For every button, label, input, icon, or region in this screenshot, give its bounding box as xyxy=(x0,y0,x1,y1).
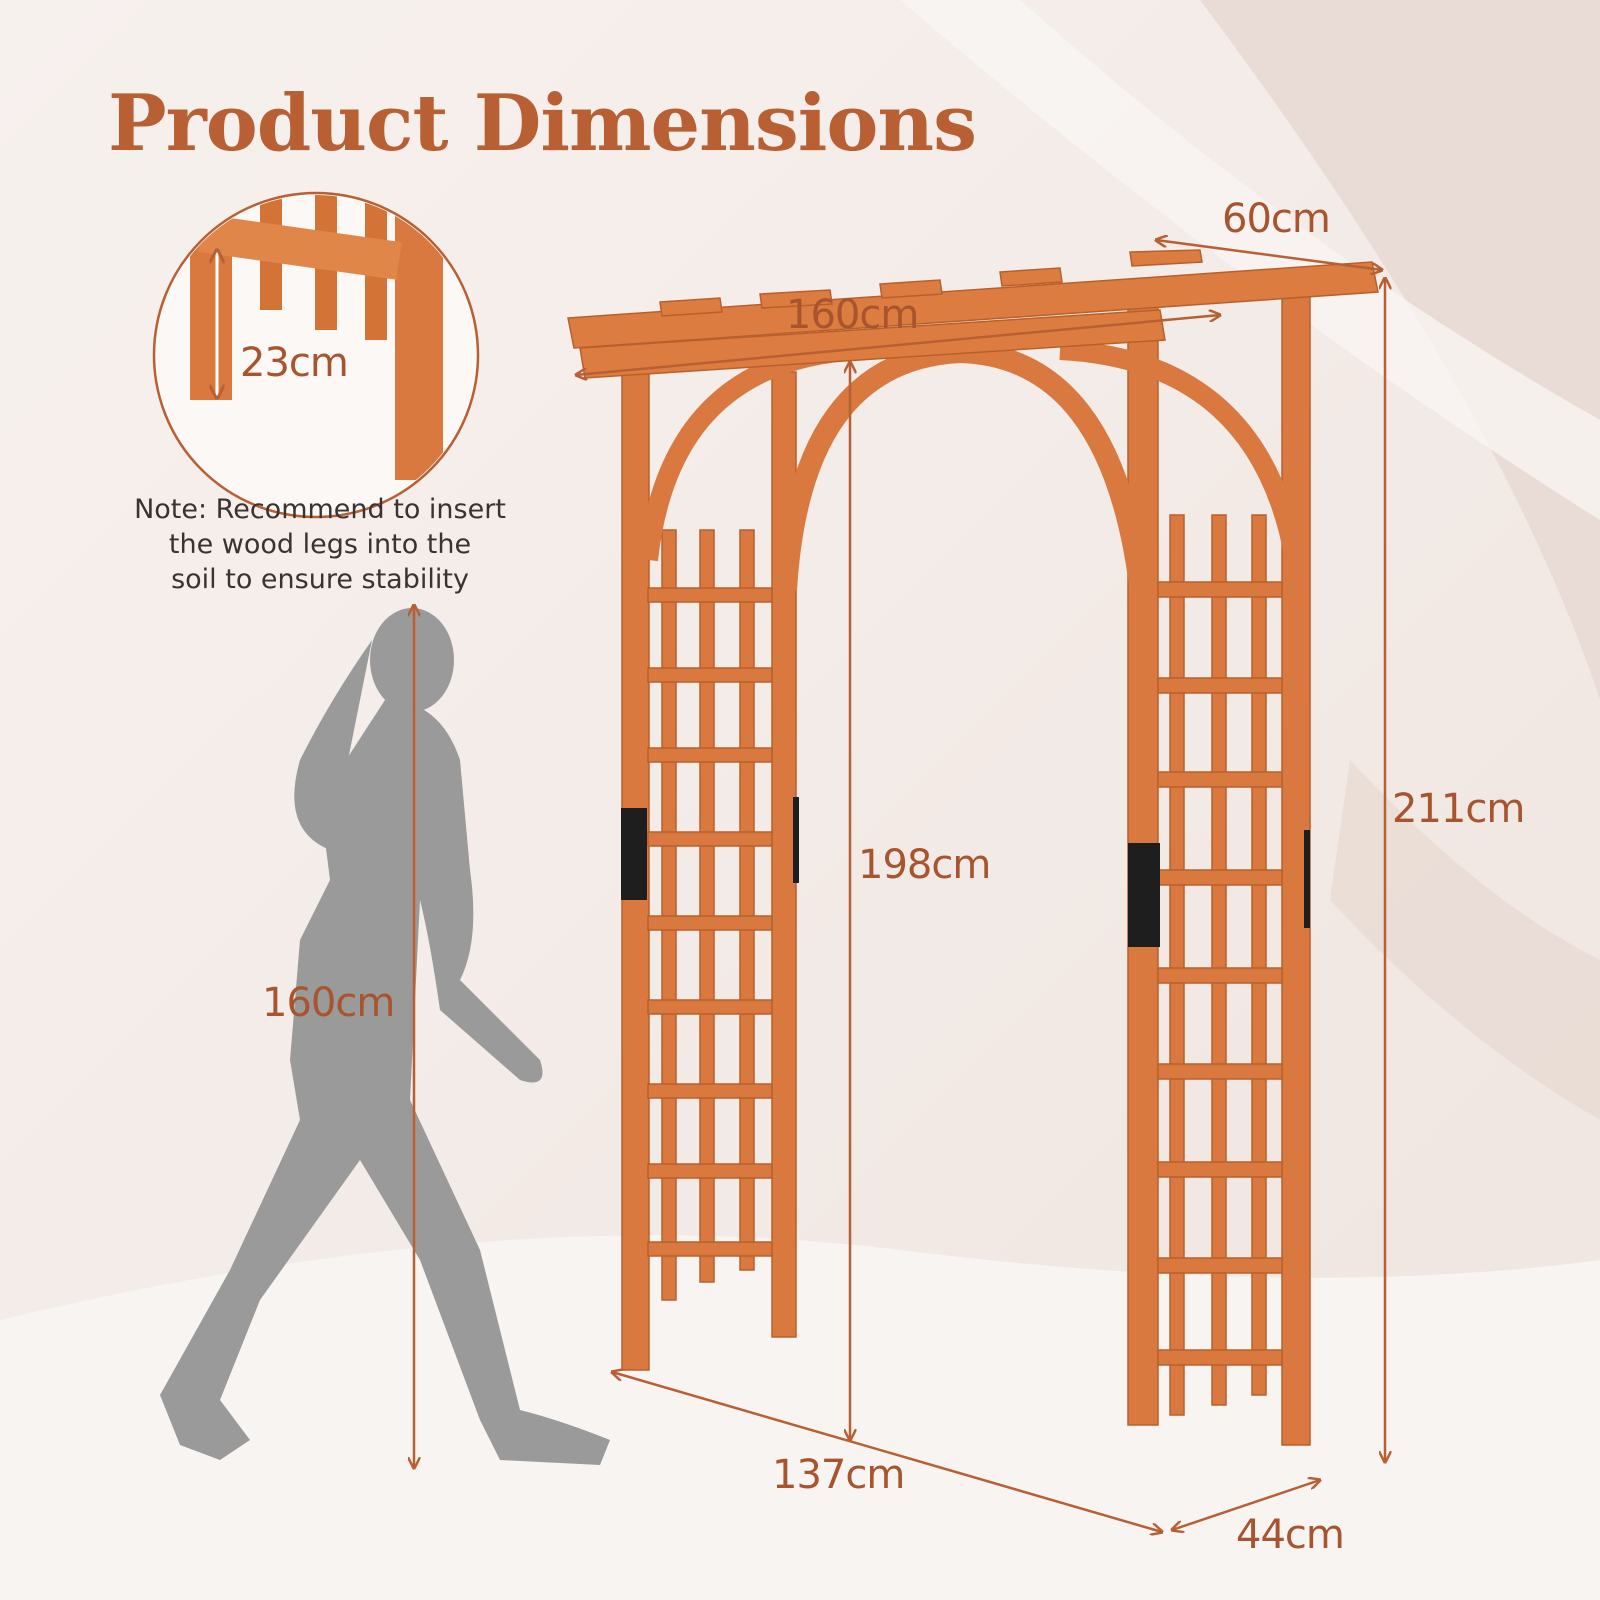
base-depth-label: 44cm xyxy=(1236,1512,1345,1558)
page-title: Product Dimensions xyxy=(108,78,977,169)
leg-insert-label: 23cm xyxy=(240,340,349,386)
note-line-3: soil to ensure stability xyxy=(171,564,469,595)
depth-top-label: 60cm xyxy=(1222,196,1331,242)
total-height-label: 211cm xyxy=(1392,786,1525,832)
base-width-line xyxy=(612,1372,1162,1532)
person-silhouette xyxy=(160,608,610,1465)
base-depth-line xyxy=(1172,1480,1320,1530)
person-height-label: 160cm xyxy=(262,980,395,1026)
base-width-label: 137cm xyxy=(772,1452,905,1498)
width-top-label: 160cm xyxy=(786,292,919,338)
inner-height-label: 198cm xyxy=(858,842,991,888)
bracket-left xyxy=(621,808,647,900)
bracket-right xyxy=(1128,843,1160,947)
width-top-line xyxy=(576,315,1220,375)
note-line-1: Note: Recommend to insert xyxy=(134,494,506,525)
installation-note: Note: Recommend to insert the wood legs … xyxy=(100,492,540,597)
depth-top-line xyxy=(1156,240,1382,270)
note-line-2: the wood legs into the xyxy=(168,529,472,560)
arch-curve xyxy=(775,340,1151,591)
